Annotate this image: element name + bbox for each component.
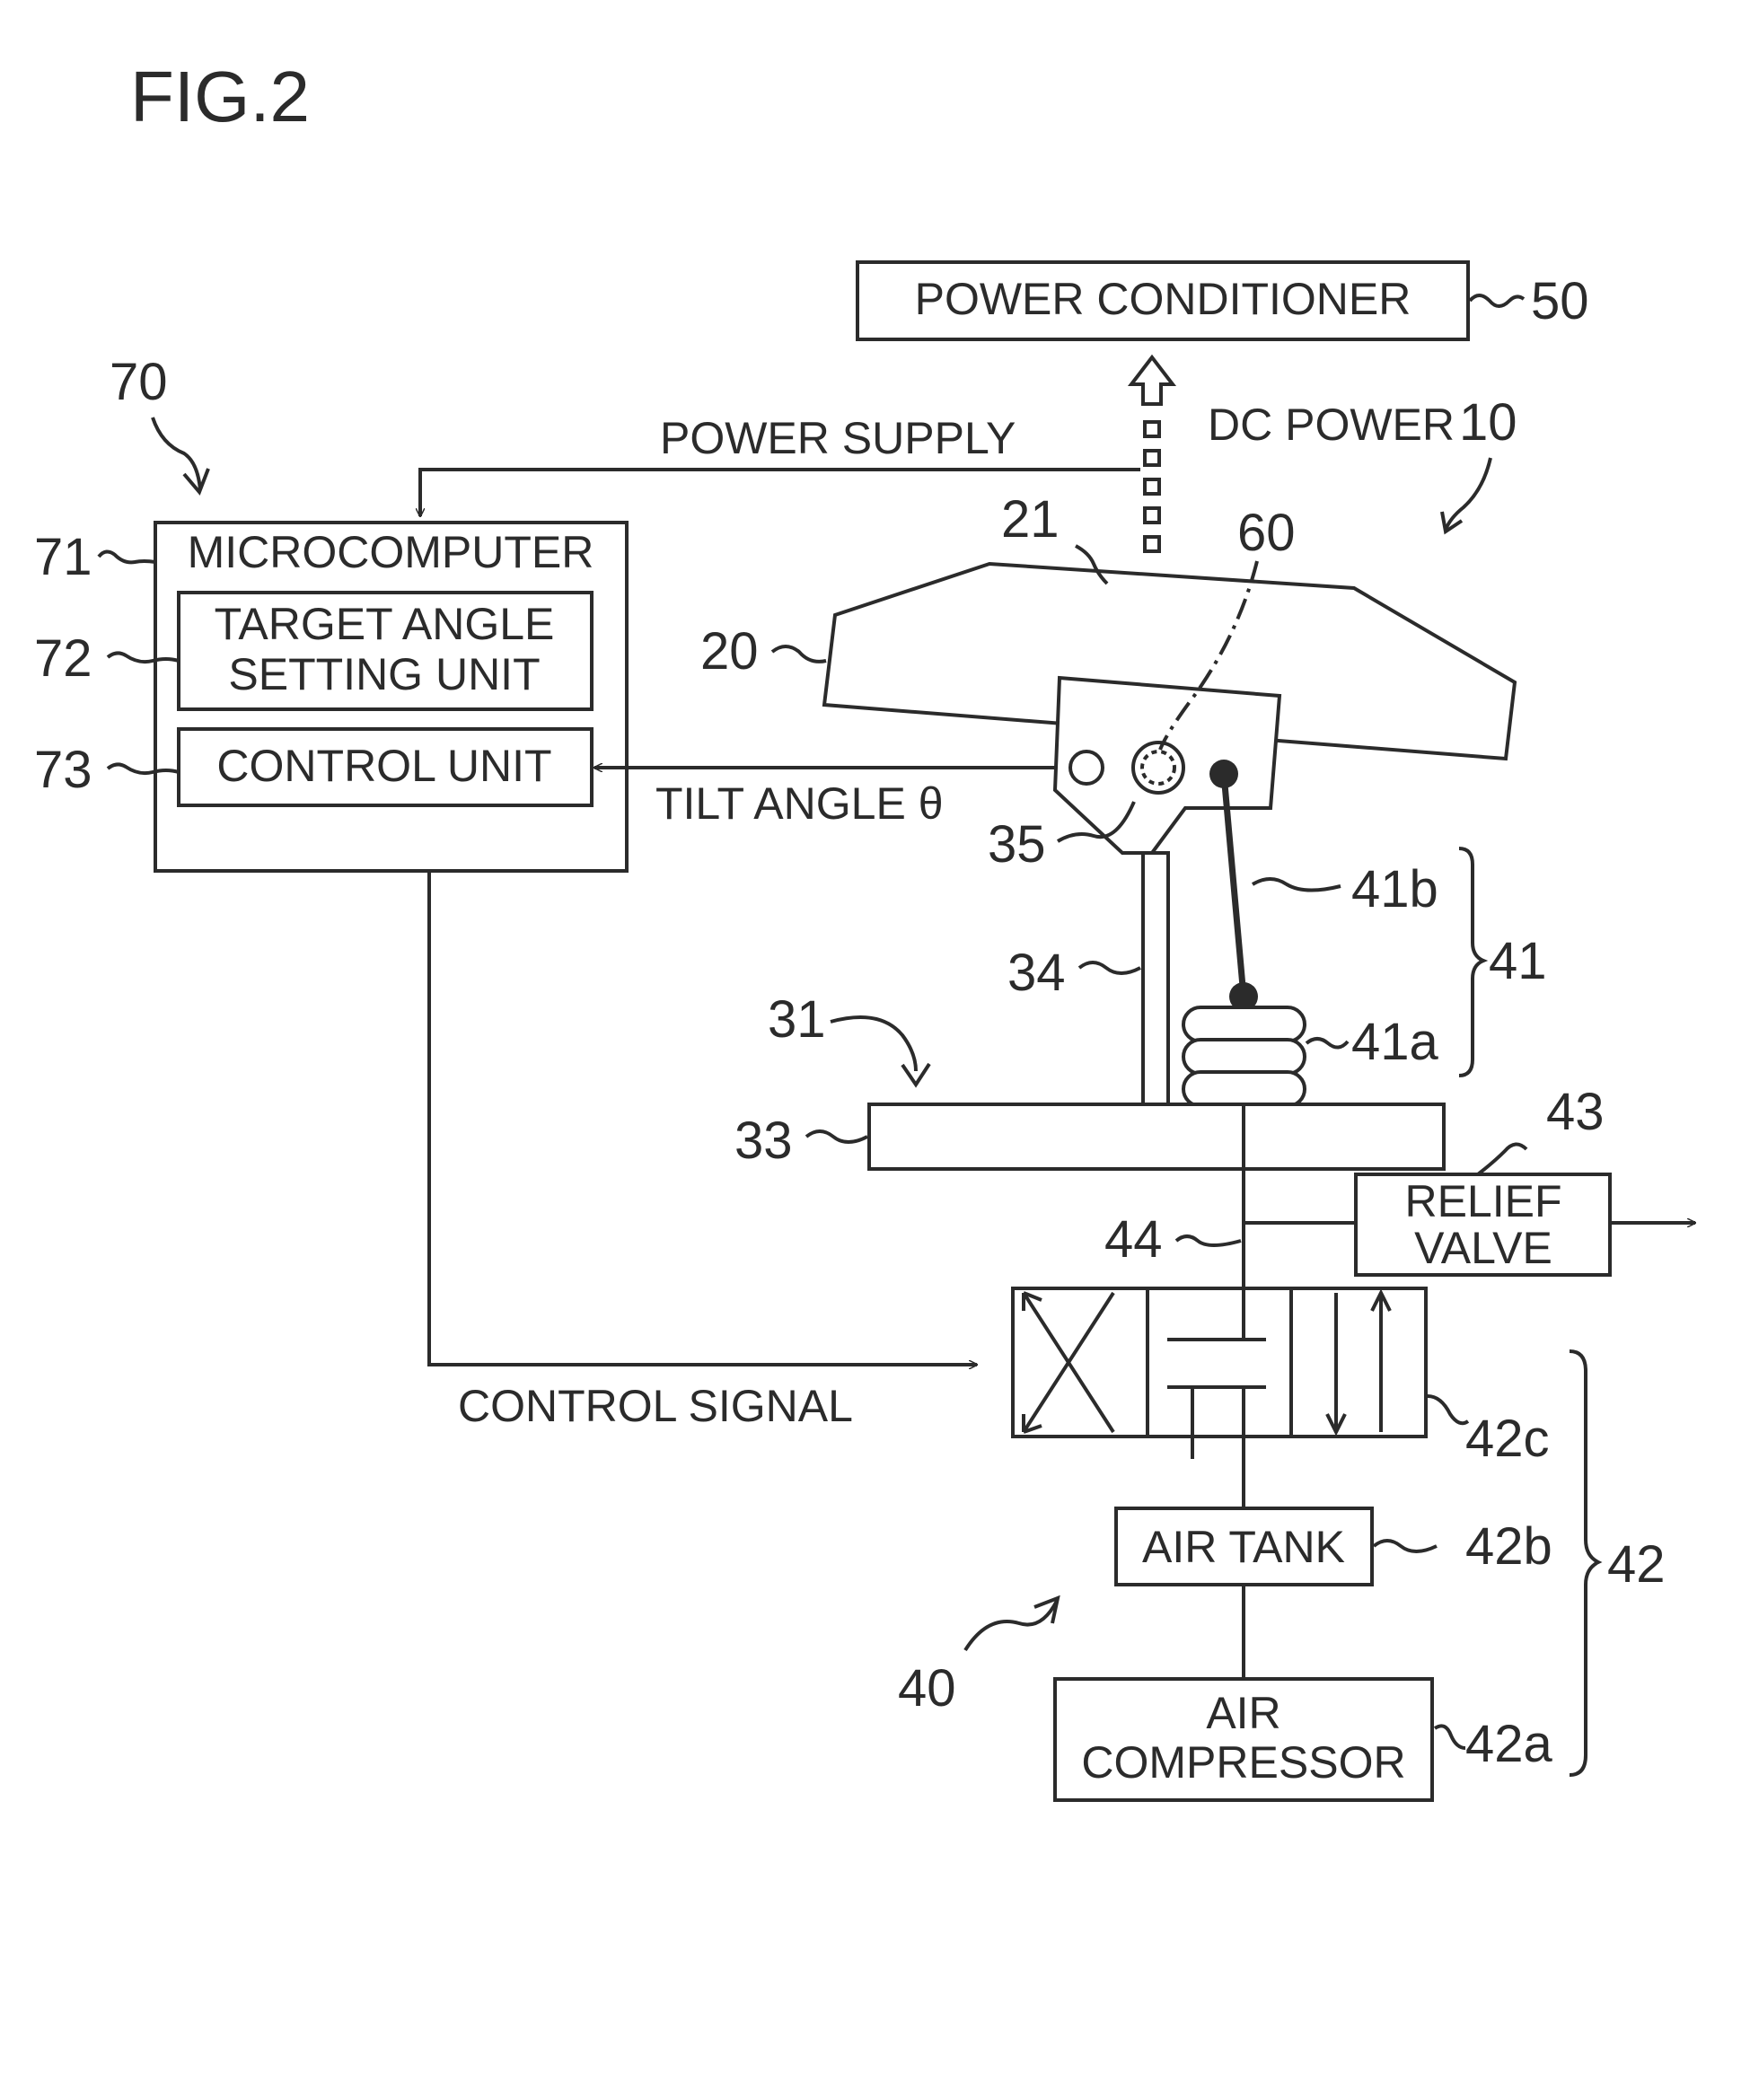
ref-43: 43 [1546,1083,1605,1141]
ref-42a: 42a [1465,1715,1553,1773]
tilt-angle-label: TILT ANGLE θ [655,778,944,829]
leader-42c [1428,1396,1468,1423]
ref-33: 33 [734,1112,793,1170]
ref-35: 35 [988,815,1046,874]
leader-50 [1470,295,1524,306]
ref-20: 20 [700,622,759,681]
ref-42b: 42b [1465,1517,1552,1576]
ref-60: 60 [1237,504,1296,562]
ref-71: 71 [34,528,92,586]
leader-42b [1374,1541,1437,1551]
dc-power-arrow [1131,357,1173,404]
dc-power-dashes [1145,422,1159,551]
air-tank-label: AIR TANK [1142,1522,1345,1572]
leader-44 [1176,1236,1241,1245]
brace-41 [1459,848,1483,1076]
ref-73: 73 [34,741,92,799]
control-signal-label: CONTROL SIGNAL [458,1381,853,1431]
leader-71 [99,551,155,562]
ref-41: 41 [1489,932,1547,990]
leader-41a [1306,1039,1348,1048]
ref-44: 44 [1104,1210,1163,1269]
power-conditioner-label: POWER CONDITIONER [915,274,1411,324]
ref-70: 70 [110,353,168,411]
air-bellows [1183,1007,1305,1106]
ref-10: 10 [1459,393,1517,452]
leader-41b [1253,879,1341,891]
control-unit-label: CONTROL UNIT [216,741,551,791]
leader-34 [1079,962,1140,973]
leader-10 [1446,458,1491,530]
ref-41b: 41b [1351,860,1438,918]
ref-50: 50 [1531,272,1589,330]
ref-42c: 42c [1465,1410,1550,1468]
leader-40 [965,1601,1057,1650]
leader-20 [772,646,826,662]
leader-31 [831,1017,916,1071]
support-post [1143,853,1168,1104]
brace-42 [1570,1351,1598,1775]
mount-bracket [1055,678,1280,853]
power-supply-label: POWER SUPPLY [660,413,1016,463]
air-compressor-label-1: AIR [1206,1688,1280,1738]
target-angle-label-2: SETTING UNIT [228,649,540,699]
ref-21: 21 [1001,490,1060,549]
target-angle-label-1: TARGET ANGLE [215,599,555,649]
leader-33 [806,1131,867,1142]
relief-valve-label-2: VALVE [1414,1223,1552,1273]
leader-42a [1435,1726,1465,1748]
ref-41a: 41a [1351,1013,1439,1071]
leader-70 [153,417,200,489]
ref-34: 34 [1007,944,1066,1002]
figure-title: FIG.2 [130,57,310,136]
relief-valve-label-1: RELIEF [1404,1176,1561,1226]
base-plate [869,1104,1444,1169]
dc-power-label: DC POWER [1208,400,1455,450]
directional-control-valve [1013,1288,1426,1459]
microcomputer-label: MICROCOMPUTER [188,527,594,577]
leader-43 [1478,1144,1526,1174]
ref-72: 72 [34,629,92,688]
rod-joint-top [1209,760,1238,788]
air-compressor-label-2: COMPRESSOR [1081,1737,1405,1788]
ref-40: 40 [898,1659,956,1718]
ref-42: 42 [1607,1535,1666,1594]
ref-31: 31 [768,990,826,1049]
